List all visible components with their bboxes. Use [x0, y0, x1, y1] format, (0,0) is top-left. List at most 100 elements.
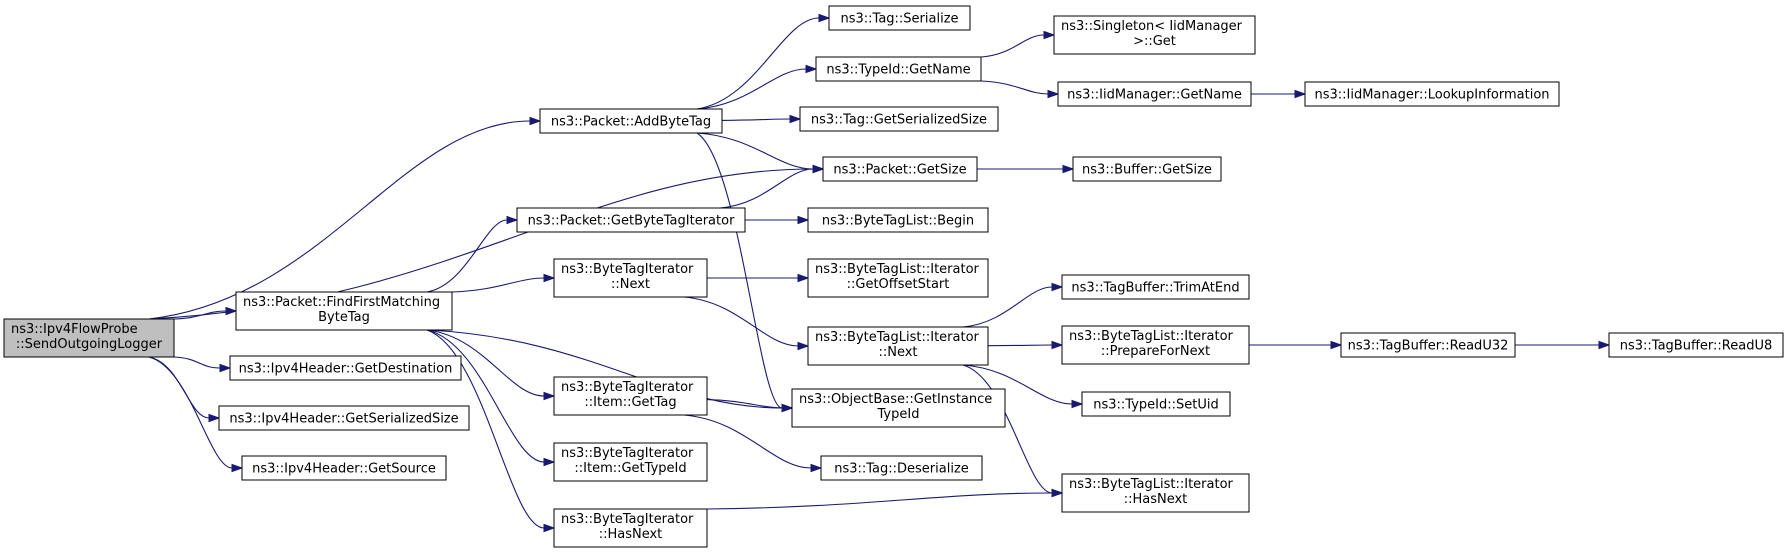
node-box: [1061, 274, 1250, 300]
node-label: ns3::Singleton< IidManager: [1061, 19, 1243, 34]
node-btliternext[interactable]: ns3::ByteTagList::Iterator::Next: [807, 326, 989, 366]
node-btinext[interactable]: ns3::ByteTagIterator::Next: [553, 258, 708, 298]
node-readu8[interactable]: ns3::TagBuffer::ReadU8: [1608, 332, 1784, 358]
edge-arrowhead: [225, 306, 238, 316]
edge-btinext-to-btliternext: [684, 296, 810, 351]
node-box: [820, 455, 983, 481]
edge-findfirst-to-itemgettypeid: [426, 329, 556, 467]
node-lookup[interactable]: ns3::IidManager::LookupInformation: [1304, 81, 1560, 107]
edge-arrowhead: [1330, 340, 1343, 350]
node-label: ns3::ByteTagList::Iterator: [1069, 477, 1234, 492]
edge-line: [451, 277, 545, 293]
node-box: [1340, 332, 1516, 358]
edge-arrowhead: [1051, 282, 1064, 292]
node-label: ns3::ByteTagList::Begin: [822, 214, 974, 229]
edge-arrowhead: [543, 391, 556, 401]
node-tagserialize[interactable]: ns3::Tag::Serialize: [828, 5, 971, 31]
node-typeidgetname[interactable]: ns3::TypeId::GetName: [815, 56, 982, 82]
node-btlbegin[interactable]: ns3::ByteTagList::Begin: [807, 207, 989, 233]
node-setuid[interactable]: ns3::TypeId::SetUid: [1081, 391, 1231, 417]
node-label: ns3::Ipv4Header::GetSerializedSize: [229, 412, 458, 427]
edge-line: [696, 132, 814, 170]
edge-line: [706, 492, 1053, 510]
edge-arrowhead: [810, 463, 823, 473]
edge-line: [426, 329, 545, 529]
node-label: ns3::TypeId::SetUid: [1093, 398, 1218, 413]
node-label: ::Item::GetTypeId: [574, 461, 686, 476]
node-label: ::GetOffsetStart: [847, 277, 950, 292]
edge-root-to-getsource: [148, 356, 244, 473]
edge-btliternext-to-setuid: [962, 364, 1084, 409]
edge-arrowhead: [797, 273, 810, 283]
node-getsource[interactable]: ns3::Ipv4Header::GetSource: [241, 455, 447, 481]
node-label: ::Next: [611, 277, 650, 292]
edge-line: [962, 364, 1073, 405]
node-box: [241, 455, 447, 481]
node-label: ns3::Packet::FindFirstMatching: [243, 295, 440, 310]
edge-btihasnext-to-btlhasnext: [706, 488, 1064, 510]
edge-line: [173, 356, 221, 369]
node-label: ns3::Ipv4Header::GetSource: [252, 462, 436, 477]
edge-arrowhead: [1071, 399, 1084, 409]
node-label: ::PrepareForNext: [1101, 344, 1210, 359]
edges-layer: [148, 13, 1611, 533]
edge-addbytetag-to-taggetsersize: [721, 114, 802, 124]
node-singleton[interactable]: ns3::Singleton< IidManager>::Get: [1053, 15, 1256, 55]
node-tagdeserialize[interactable]: ns3::Tag::Deserialize: [820, 455, 983, 481]
node-label: ns3::ByteTagIterator: [561, 446, 694, 461]
node-label: ns3::IidManager::LookupInformation: [1314, 88, 1549, 103]
edge-line: [696, 132, 783, 409]
edge-addbytetag-to-tagserialize: [696, 13, 831, 110]
node-itemgettypeid[interactable]: ns3::ByteTagIterator::Item::GetTypeId: [553, 442, 708, 482]
node-root[interactable]: ns3::Ipv4FlowProbe::SendOutgoingLogger: [3, 318, 175, 358]
node-label: ns3::TagBuffer::ReadU8: [1620, 339, 1773, 354]
edge-arrowhead: [789, 114, 802, 124]
edge-line: [987, 344, 1053, 347]
node-trimatend[interactable]: ns3::TagBuffer::TrimAtEnd: [1061, 274, 1250, 300]
edge-line: [706, 399, 783, 409]
edge-arrowhead: [543, 523, 556, 533]
edge-arrowhead: [1062, 164, 1075, 174]
edge-line: [980, 34, 1045, 58]
edge-findfirst-to-getbyteiter: [426, 215, 519, 293]
node-btlhasnext[interactable]: ns3::ByteTagList::Iterator::HasNext: [1061, 473, 1250, 513]
edge-arrowhead: [543, 273, 556, 283]
node-iidgetname[interactable]: ns3::IidManager::GetName: [1057, 81, 1252, 107]
node-box: [1072, 156, 1222, 182]
node-readu32[interactable]: ns3::TagBuffer::ReadU32: [1340, 332, 1516, 358]
edge-typeidgetname-to-iidgetname: [980, 80, 1060, 99]
edge-btliternext-to-preparefornext: [987, 340, 1064, 350]
node-getsize[interactable]: ns3::Packet::GetSize: [822, 156, 978, 182]
edge-btinext-to-btlitergetoffset: [707, 273, 810, 283]
node-box: [807, 258, 989, 298]
node-box: [218, 405, 470, 431]
edge-line: [684, 296, 799, 347]
edge-arrowhead: [219, 363, 232, 373]
node-preparefornext[interactable]: ns3::ByteTagList::Iterator::PrepareForNe…: [1061, 325, 1250, 365]
node-label: ::HasNext: [599, 527, 663, 542]
edge-line: [426, 329, 545, 463]
node-label: ns3::ByteTagIterator: [561, 262, 694, 277]
edge-iidgetname-to-lookup: [1251, 89, 1307, 99]
edge-line: [426, 329, 783, 409]
node-itemgettag[interactable]: ns3::ByteTagIterator::Item::GetTag: [553, 376, 708, 416]
edge-getbyteiter-to-getsize: [719, 164, 825, 209]
node-btlitergetoffset[interactable]: ns3::ByteTagList::Iterator::GetOffsetSta…: [807, 258, 989, 298]
node-buffergetsize[interactable]: ns3::Buffer::GetSize: [1072, 156, 1222, 182]
node-addbytetag[interactable]: ns3::Packet::AddByteTag: [539, 108, 723, 134]
node-box: [1608, 332, 1784, 358]
node-taggetsersize[interactable]: ns3::Tag::GetSerializedSize: [799, 106, 999, 132]
node-box: [553, 508, 708, 548]
node-getbyteiter[interactable]: ns3::Packet::GetByteTagIterator: [516, 207, 746, 233]
edge-arrowhead: [1051, 488, 1064, 498]
edge-line: [426, 219, 508, 293]
node-btihasnext[interactable]: ns3::ByteTagIterator::HasNext: [553, 508, 708, 548]
node-box: [828, 5, 971, 31]
edge-arrowhead: [506, 215, 519, 225]
node-getdest[interactable]: ns3::Ipv4Header::GetDestination: [229, 355, 462, 381]
node-box: [553, 376, 708, 416]
node-getser[interactable]: ns3::Ipv4Header::GetSerializedSize: [218, 405, 470, 431]
